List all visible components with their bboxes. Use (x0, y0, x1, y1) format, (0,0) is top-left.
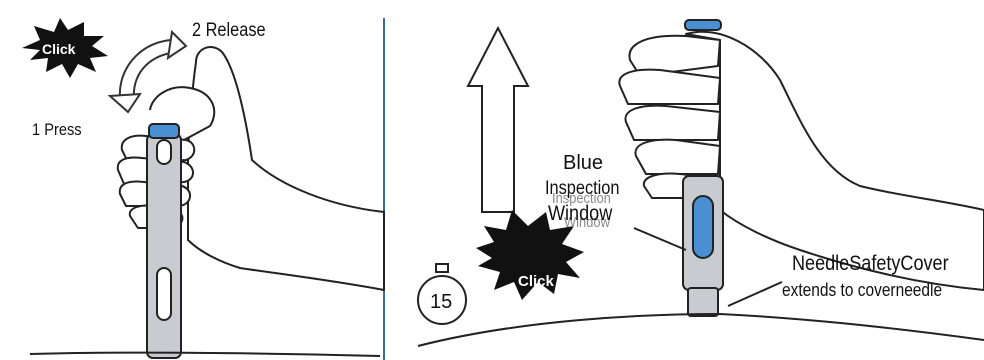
up-arrow (468, 28, 528, 212)
window-label: Window (548, 202, 612, 226)
cover-pointer-line (728, 282, 782, 306)
stopwatch-number: 15 (430, 291, 452, 313)
cover-label-line2: extends to coverneedle (782, 280, 942, 301)
cover-label-line1: NeedleSafetyCover (792, 252, 949, 276)
release-label: 2 Release (192, 20, 266, 42)
pen-left (147, 124, 181, 358)
skin-line-right (418, 314, 984, 346)
blue-label: Blue (563, 152, 603, 175)
window-pointer-line (634, 228, 686, 250)
click-label-right: Click (518, 273, 555, 290)
click-label-left: Click (42, 41, 76, 57)
press-label: 1 Press (32, 120, 82, 140)
inspection-label: Inspection (545, 178, 619, 200)
skin-line-left (30, 353, 380, 356)
